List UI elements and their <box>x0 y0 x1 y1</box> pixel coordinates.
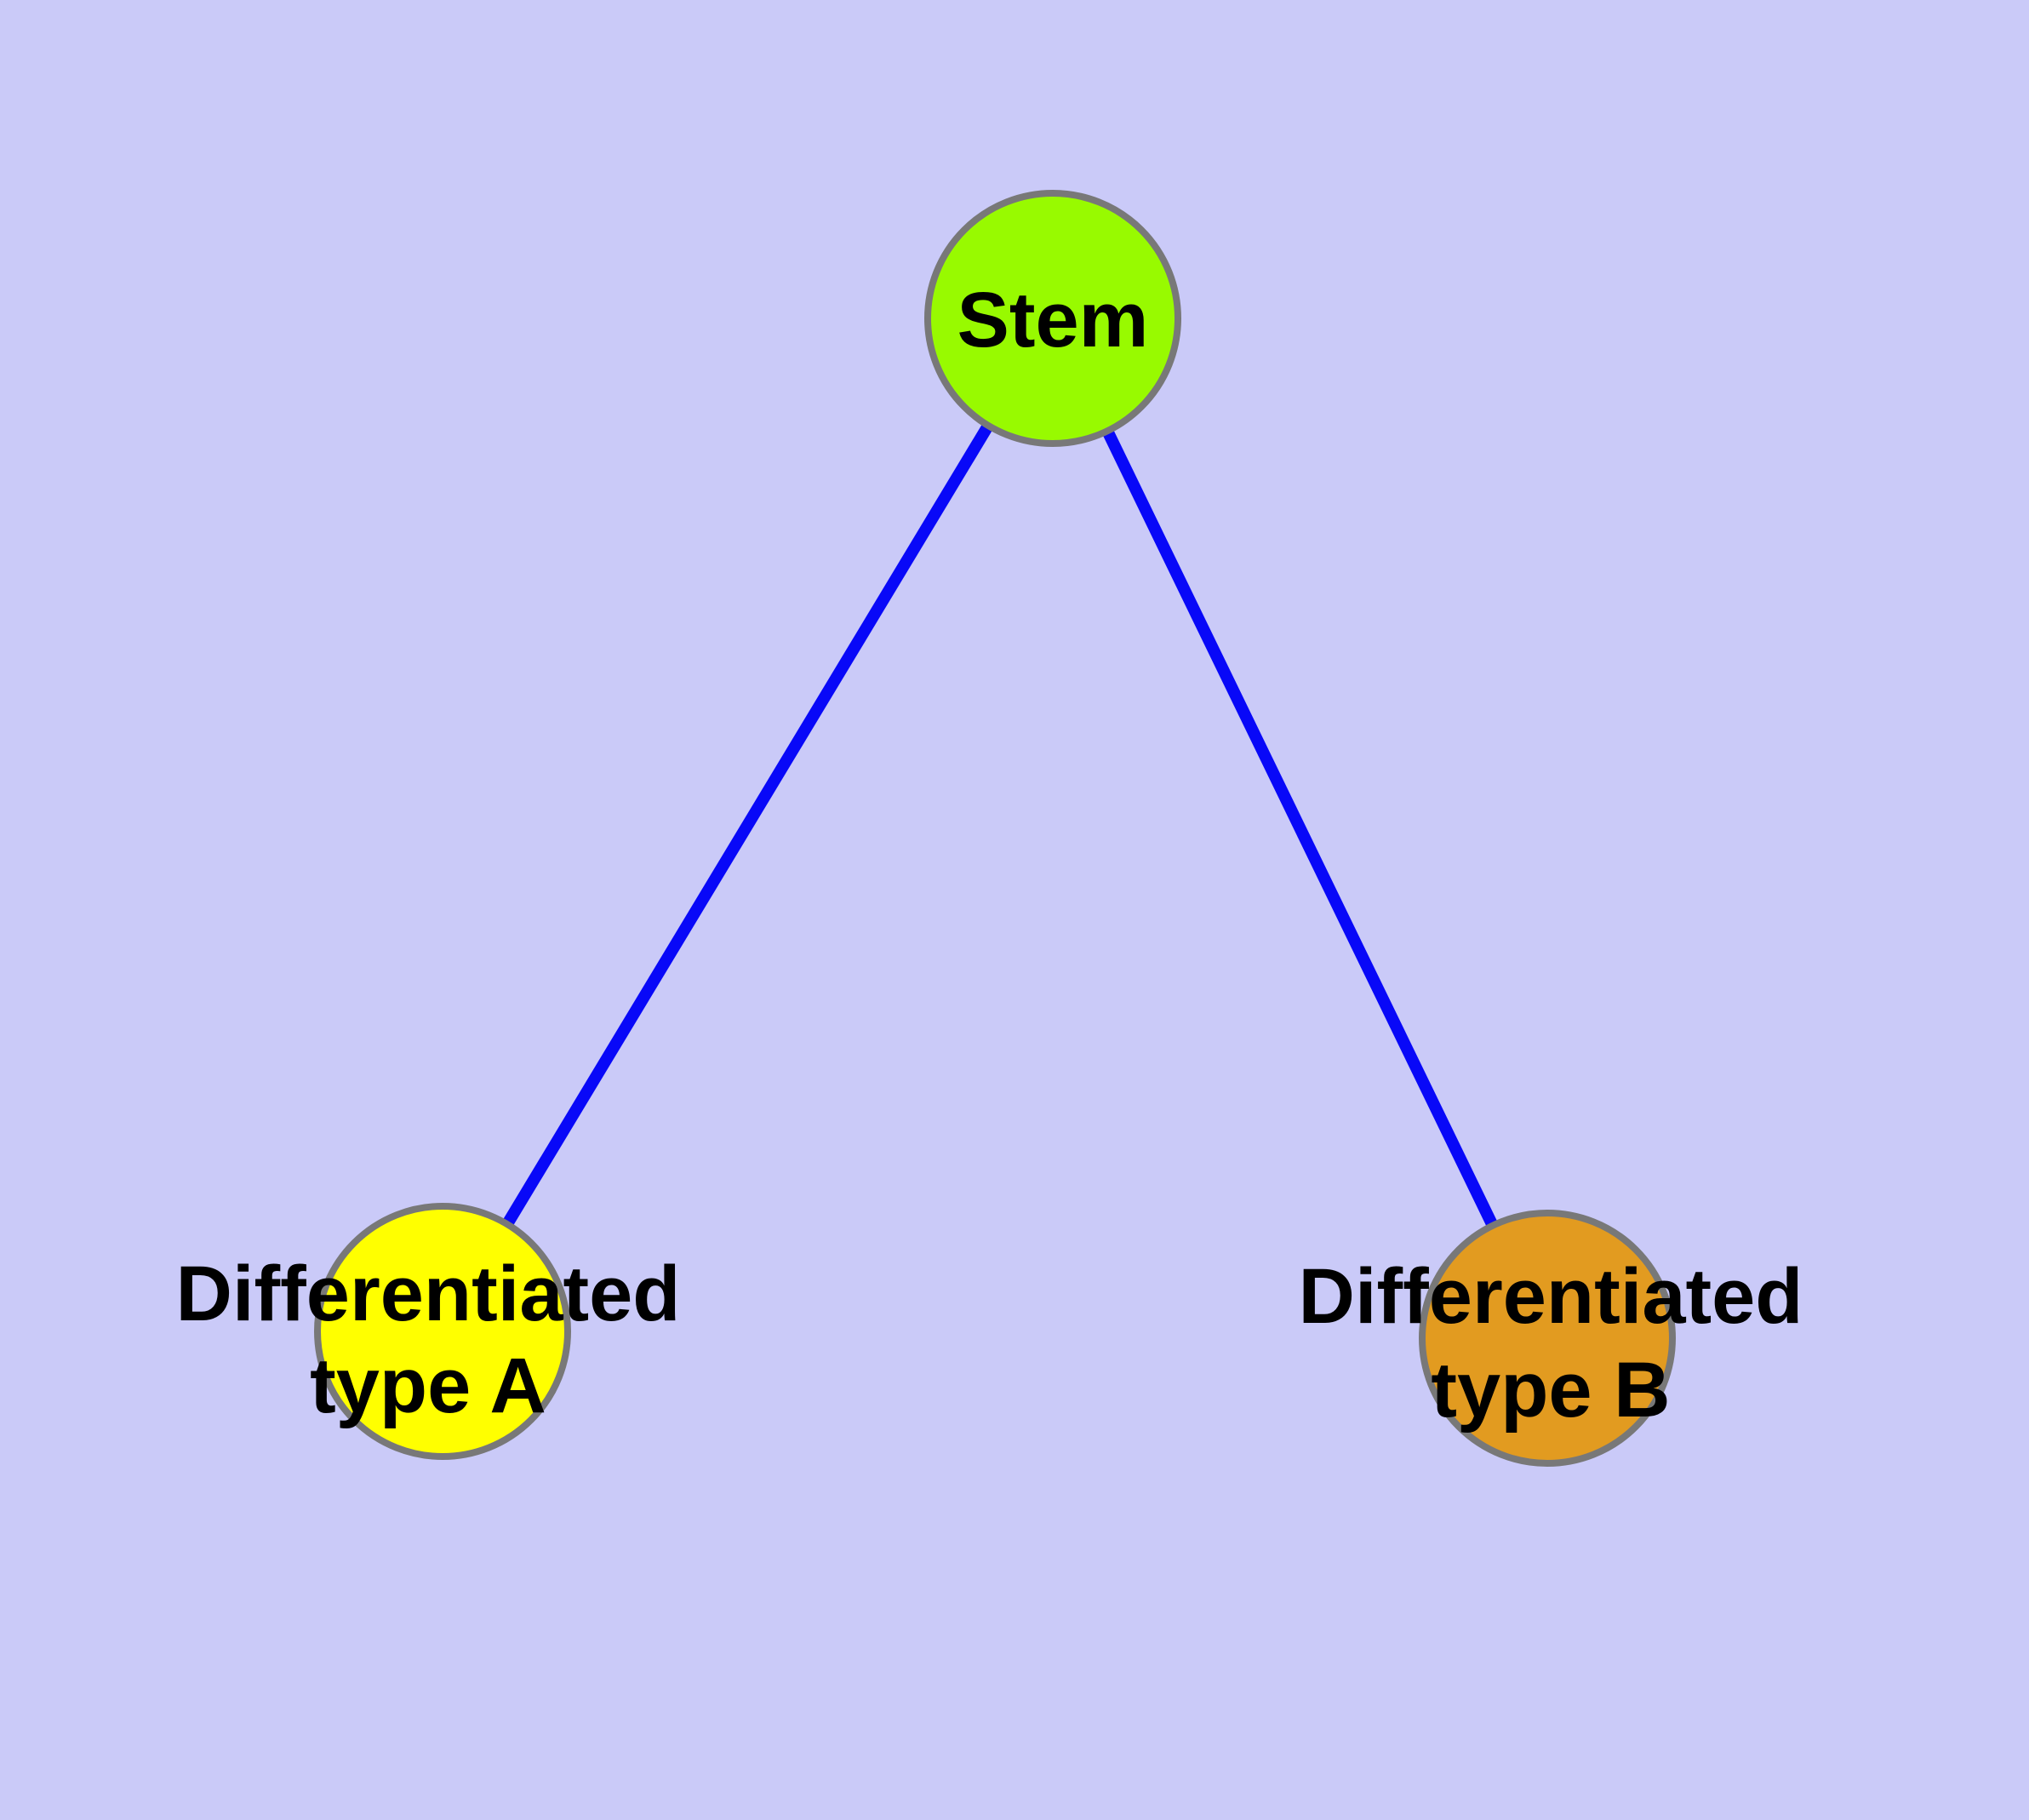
node-differentiated-type-b <box>1419 1210 1676 1467</box>
edge-stem-to-type-b <box>1047 315 1553 1342</box>
node-type-b-label-line1: Differentiated <box>1299 1253 1803 1340</box>
node-stem <box>924 190 1181 447</box>
node-type-a-label-line2: type A <box>310 1342 546 1429</box>
edge-stem-to-type-a <box>437 315 1058 1335</box>
node-stem-label: Stem <box>957 277 1149 363</box>
node-differentiated-type-a <box>314 1203 571 1460</box>
node-type-a-label-line1: Differentiated <box>176 1251 681 1337</box>
node-type-b-label-line2: type B <box>1431 1347 1670 1434</box>
